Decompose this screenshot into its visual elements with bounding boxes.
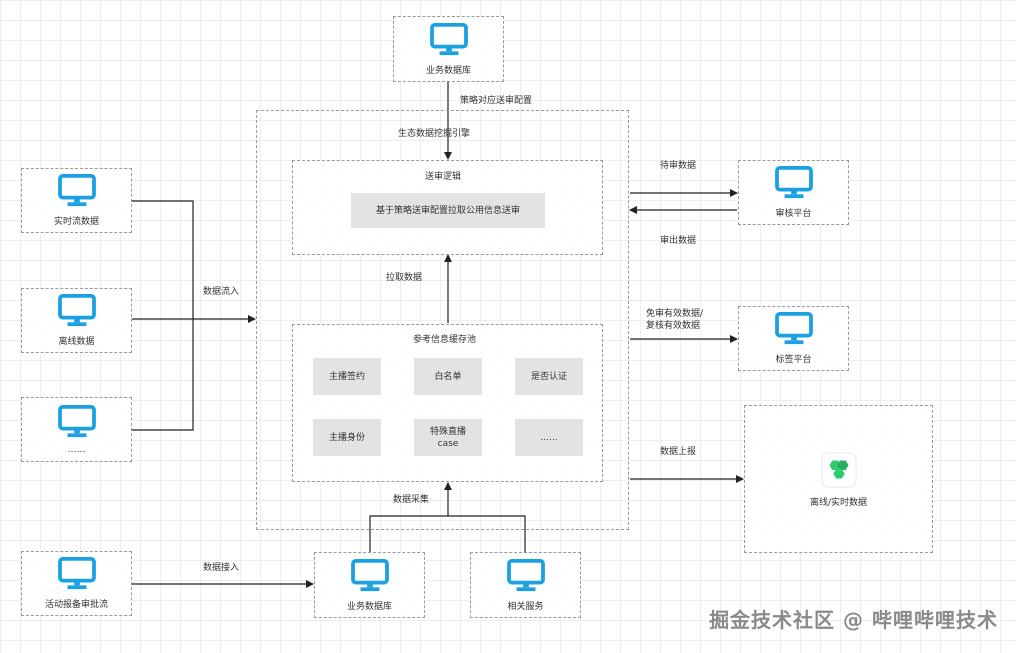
monitor-icon	[429, 22, 468, 55]
monitor-icon	[350, 558, 389, 591]
monitor-icon	[57, 294, 96, 327]
edge-label-reviewed-out: 审出数据	[660, 236, 697, 246]
edge-other	[132, 319, 194, 431]
cache-pool-box	[292, 324, 603, 482]
watermark: 掘金技术社区 @ 哔哩哔哩技术	[709, 608, 998, 632]
node-offline-realtime-data: 离线/实时数据	[744, 405, 933, 553]
monitor-icon	[774, 166, 813, 199]
node-top-business-db: 业务数据库	[393, 16, 504, 82]
hexagon-logo-icon	[820, 451, 857, 488]
edge-label-data-inflow: 数据流入	[203, 287, 240, 297]
monitor-icon	[774, 312, 813, 345]
node-label: 审核平台	[775, 209, 812, 219]
cache-item: 主播签约	[313, 358, 381, 395]
edge-label-collect: 数据采集	[393, 495, 430, 505]
edge-label-pull-data: 拉取数据	[386, 273, 423, 283]
node-activity-approval: 活动报备审批流	[21, 551, 132, 616]
node-label: 离线数据	[58, 337, 95, 347]
node-offline-data: 离线数据	[21, 288, 132, 353]
edge-label-tag-line1: 免审有效数据/	[646, 309, 704, 319]
node-label: 相关服务	[507, 601, 544, 612]
node-label: 标签平台	[775, 355, 812, 365]
edge-label-tag-line2: 复核有效数据	[646, 321, 701, 331]
node-review-platform: 审核平台	[738, 160, 849, 225]
monitor-icon	[506, 558, 545, 591]
node-other-sources: ……	[21, 397, 132, 462]
node-bottom-business-db: 业务数据库	[314, 552, 425, 618]
engine-title: 生态数据挖掘引擎	[398, 129, 471, 139]
cache-item: 白名单	[414, 358, 482, 395]
node-related-service: 相关服务	[470, 552, 581, 618]
cache-item: 特殊直播 case	[414, 419, 482, 456]
cache-item: 是否认证	[515, 358, 583, 395]
monitor-icon	[57, 174, 96, 207]
cache-item: 主播身份	[313, 419, 381, 456]
review-logic-title: 送审逻辑	[425, 172, 462, 182]
node-label: 离线/实时数据	[809, 497, 868, 508]
node-label: 实时流数据	[53, 217, 99, 227]
edge-label-ingest: 数据接入	[203, 563, 240, 573]
node-tag-platform: 标签平台	[738, 306, 849, 371]
review-logic-item: 基于策略送审配置拉取公用信息送审	[351, 193, 545, 228]
node-label: 业务数据库	[425, 65, 471, 76]
node-label: 活动报备审批流	[44, 600, 108, 610]
edge-label-report: 数据上报	[660, 447, 697, 457]
engine-container	[256, 110, 629, 530]
node-realtime-stream: 实时流数据	[21, 168, 132, 233]
edge-label-pending: 待审数据	[660, 161, 697, 171]
cache-pool-title: 参考信息缓存池	[413, 335, 477, 345]
monitor-icon	[57, 557, 96, 590]
edge-label-strategy-config: 策略对应送审配置	[460, 96, 533, 106]
edge-realtime	[132, 200, 194, 319]
cache-item: ......	[515, 419, 583, 456]
node-label: 业务数据库	[346, 601, 392, 612]
node-label: ……	[67, 444, 86, 455]
monitor-icon	[57, 404, 96, 437]
